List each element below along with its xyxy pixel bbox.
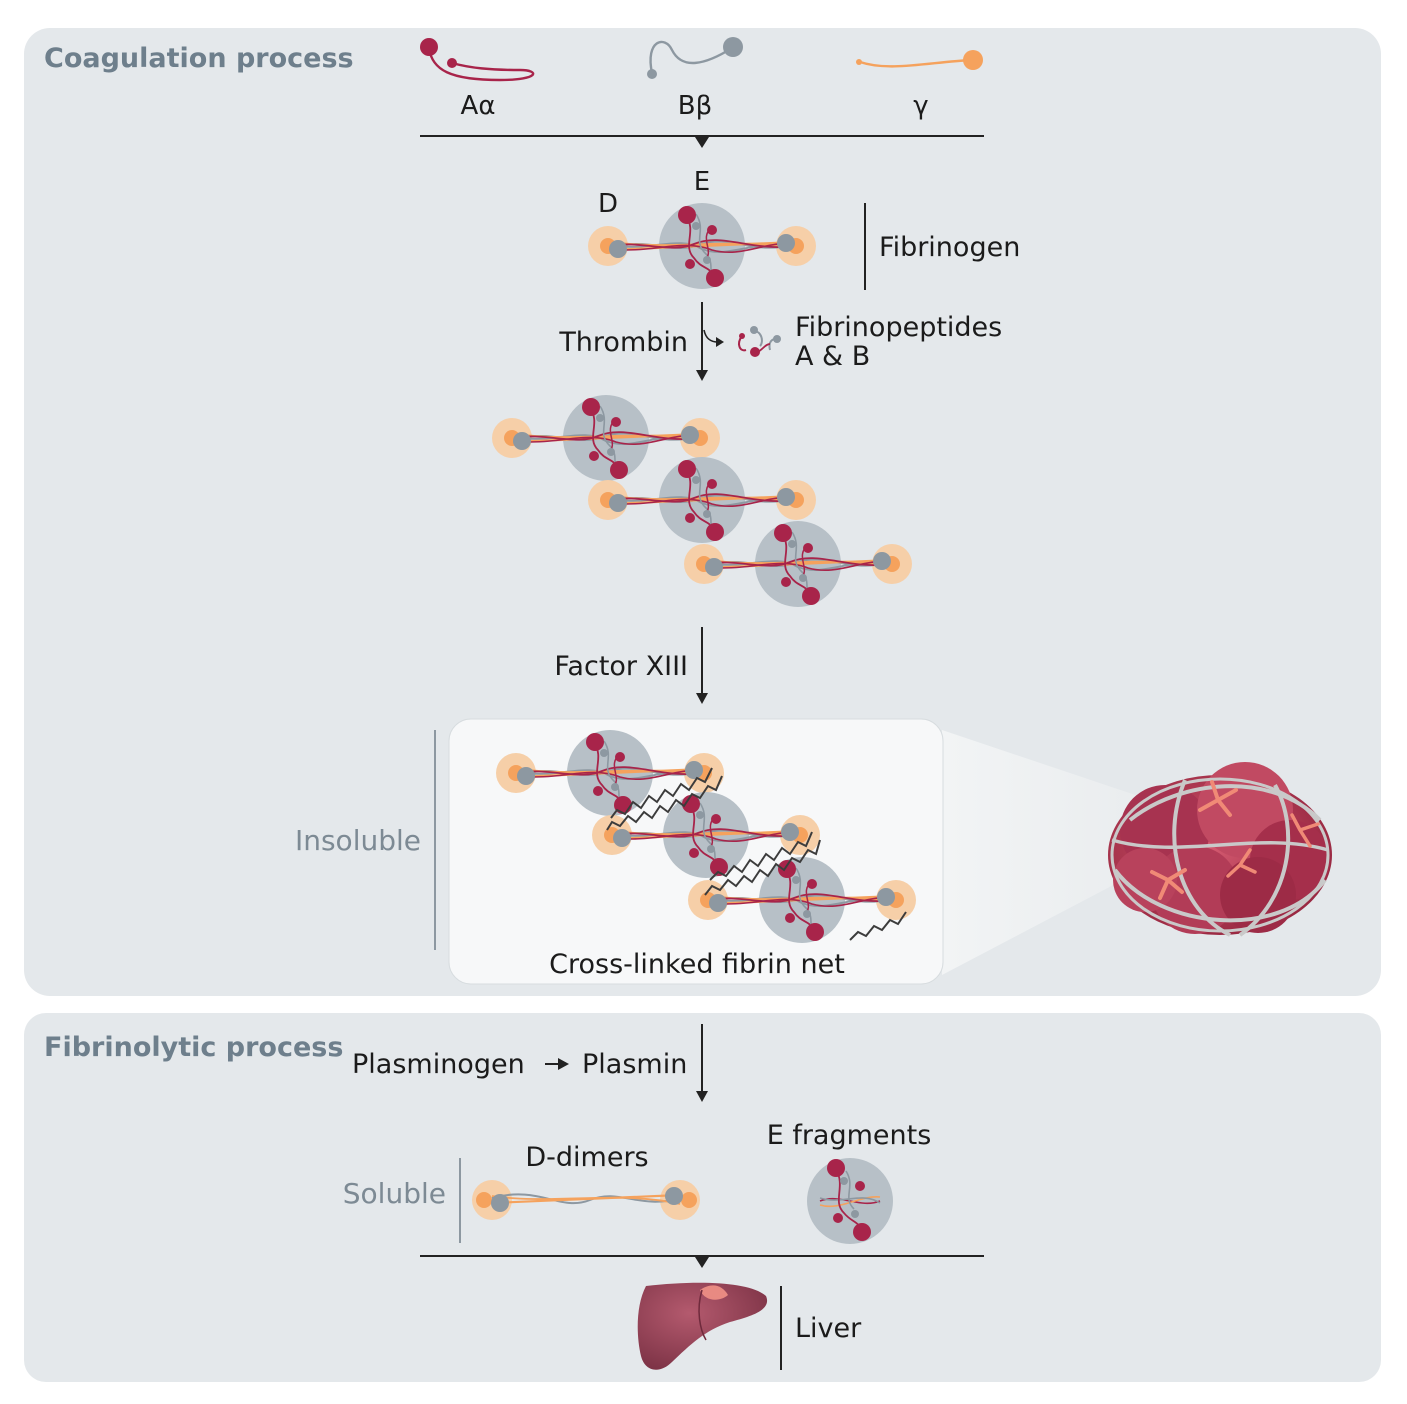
liver-icon — [637, 1282, 768, 1370]
fibrinolytic-title: Fibrinolytic process — [44, 1032, 343, 1063]
gamma-chain-icon — [856, 50, 983, 70]
liver-label: Liver — [795, 1313, 862, 1344]
cross-linked-fibrin — [494, 728, 918, 945]
domain-e-label: E — [694, 167, 710, 197]
b-beta-label: Bβ — [678, 91, 712, 121]
coagulation-title: Coagulation process — [44, 43, 354, 74]
plasmin-label: Plasmin — [582, 1049, 687, 1080]
cross-linked-net-label: Cross-linked fibrin net — [549, 949, 845, 980]
a-alpha-chain-icon — [420, 38, 535, 82]
factor-label: Factor XIII — [554, 651, 688, 682]
domain-d-label: D — [598, 189, 618, 219]
b-beta-chain-icon — [647, 37, 743, 79]
assembly-arrow-icon — [695, 137, 709, 148]
d-dimer-molecule — [472, 1180, 700, 1220]
e-fragments-label: E fragments — [767, 1120, 932, 1151]
zoom-beam — [942, 730, 1180, 975]
insoluble-label: Insoluble — [295, 824, 421, 857]
plasminogen-label: Plasminogen — [352, 1049, 525, 1080]
a-alpha-label: Aα — [461, 91, 496, 121]
fibrinopeptides-label: Fibrinopeptides — [795, 312, 1002, 343]
thrombin-label: Thrombin — [558, 327, 688, 358]
factor-arrow-icon — [696, 693, 708, 704]
fibrinolytic-panel — [24, 1013, 1381, 1382]
fibrinopeptides-icon — [738, 326, 781, 357]
fibrinopeptides-ab-label: A & B — [795, 341, 870, 372]
clearance-arrow-icon — [695, 1257, 709, 1268]
d-dimers-label: D-dimers — [525, 1142, 648, 1173]
gamma-label: γ — [913, 91, 928, 121]
activation-arrow-icon — [558, 1058, 569, 1070]
thrombin-arrow-icon — [696, 370, 708, 381]
soluble-label: Soluble — [343, 1177, 446, 1210]
e-fragment-molecule — [806, 1157, 894, 1245]
fibrinogen-label: Fibrinogen — [879, 232, 1020, 263]
plasmin-arrow-icon — [696, 1091, 708, 1102]
blood-clot-icon — [1108, 762, 1332, 937]
